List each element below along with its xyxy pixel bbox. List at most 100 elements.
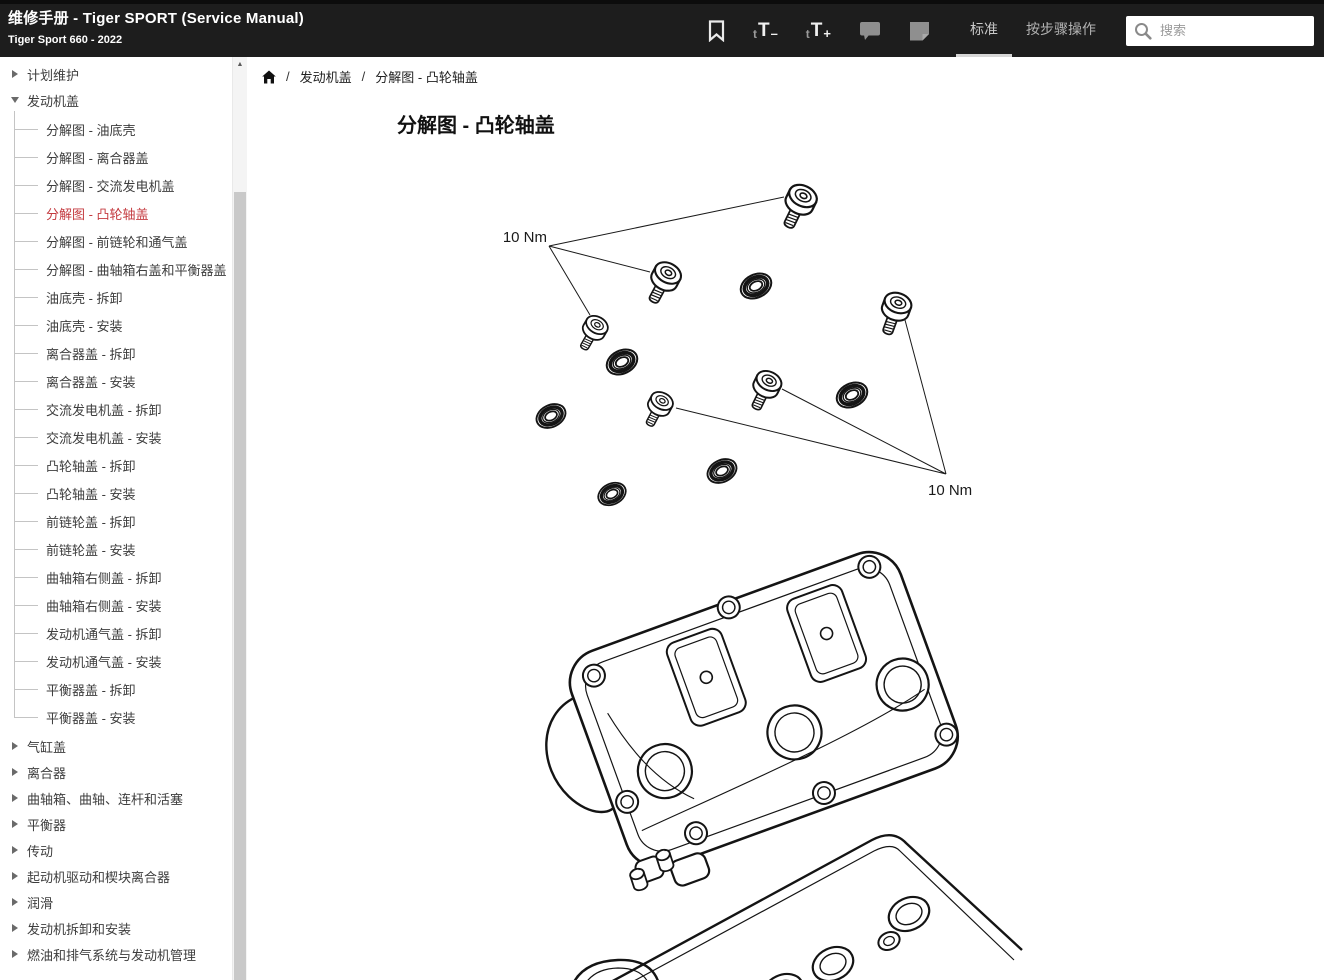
expand-arrow-icon[interactable] [12,742,18,750]
expand-arrow-icon[interactable] [12,768,18,776]
sidebar-subitem[interactable]: 分解图 - 曲轴箱右盖和平衡器盖 [10,255,231,283]
expand-arrow-icon[interactable] [12,898,18,906]
sidebar-subitem[interactable]: 离合器盖 - 拆卸 [10,339,231,367]
expand-arrow-icon[interactable] [12,924,18,932]
sidebar-subitem-label: 油底壳 - 安装 [46,318,123,334]
sidebar-subitem-label: 曲轴箱右侧盖 - 拆卸 [46,570,162,586]
torque-leader-lines [548,196,947,475]
sidebar-subitem[interactable]: 曲轴箱右侧盖 - 拆卸 [10,563,231,591]
sidebar-subitem-label: 分解图 - 交流发电机盖 [46,178,175,194]
sidebar-subitem[interactable]: 交流发电机盖 - 安装 [10,423,231,451]
sidebar-subitem[interactable]: 曲轴箱右侧盖 - 安装 [10,591,231,619]
tab-standard[interactable]: 标准 [956,4,1012,57]
sidebar-scrollbar[interactable]: ▲ [232,57,247,980]
expand-arrow-icon[interactable] [12,872,18,880]
sidebar-subitem-label: 交流发电机盖 - 安装 [46,430,162,446]
tree-branch-line [14,184,38,186]
sidebar-subitem[interactable]: 凸轮轴盖 - 安装 [10,479,231,507]
seal-part [530,397,572,435]
sidebar-item[interactable]: 计划维护 [10,61,231,87]
sidebar-item[interactable]: 曲轴箱、曲轴、连杆和活塞 [10,785,231,811]
tree-branch-line [14,128,38,130]
bolt-part [572,311,613,356]
sidebar-subitem[interactable]: 前链轮盖 - 安装 [10,535,231,563]
search-input[interactable] [1158,22,1306,39]
collapse-arrow-icon[interactable] [11,97,19,103]
sidebar-subitem[interactable]: 前链轮盖 - 拆卸 [10,507,231,535]
search-box[interactable] [1126,15,1314,46]
scrollbar-up-arrow-icon[interactable]: ▲ [236,61,244,68]
sidebar-item[interactable]: 平衡器 [10,811,231,837]
sidebar-subitem[interactable]: 分解图 - 油底壳 [10,115,231,143]
sidebar-subitem[interactable]: 油底壳 - 安装 [10,311,231,339]
sidebar-subitem[interactable]: 分解图 - 交流发电机盖 [10,171,231,199]
sidebar-subitem[interactable]: 油底壳 - 拆卸 [10,283,231,311]
home-icon[interactable] [262,70,276,84]
breadcrumb-item-current[interactable]: 分解图 - 凸轮轴盖 [375,70,478,85]
expand-arrow-icon[interactable] [12,846,18,854]
sidebar-item[interactable]: 发动机盖 [10,87,231,113]
expand-arrow-icon[interactable] [12,794,18,802]
sidebar-item[interactable]: 离合器 [10,759,231,785]
sidebar-subitem-label: 前链轮盖 - 安装 [46,542,136,558]
sidebar-subitem[interactable]: 分解图 - 凸轮轴盖 [10,199,231,227]
expand-arrow-icon[interactable] [12,820,18,828]
bolt-part [637,387,677,432]
tab-step-by-step-label: 按步骤操作 [1026,21,1096,37]
comment-icon [860,21,880,40]
header-titles: 维修手册 - Tiger SPORT (Service Manual) Tige… [8,7,304,46]
sidebar-subitem-label: 前链轮盖 - 拆卸 [46,514,136,530]
comments-button[interactable] [859,21,881,41]
sidebar-subitem[interactable]: 凸轮轴盖 - 拆卸 [10,451,231,479]
sidebar-subitem[interactable]: 分解图 - 前链轮和通气盖 [10,227,231,255]
sidebar-subitem[interactable]: 发动机通气盖 - 安装 [10,647,231,675]
sidebar-item[interactable]: 起动机驱动和楔块离合器 [10,863,231,889]
sidebar-item-label: 发动机拆卸和安装 [27,921,132,937]
sidebar-subitem-label: 曲轴箱右侧盖 - 安装 [46,598,162,614]
tree-branch-line [14,492,38,494]
breadcrumb-item-engine-covers[interactable]: 发动机盖 [299,70,352,85]
sidebar-subitem-label: 油底壳 - 拆卸 [46,290,123,306]
note-icon [910,21,929,40]
sidebar-subitem[interactable]: 平衡器盖 - 安装 [10,703,231,731]
notes-button[interactable] [909,21,930,41]
sidebar-subitem-label: 分解图 - 离合器盖 [46,150,149,166]
tab-step-by-step[interactable]: 按步骤操作 [1012,4,1110,57]
sidebar-subitem-label: 离合器盖 - 拆卸 [46,346,136,362]
sidebar-item[interactable]: 发动机拆卸和安装 [10,915,231,941]
breadcrumb-separator: / [361,69,366,84]
sidebar-subitem-label: 分解图 - 曲轴箱右盖和平衡器盖 [46,262,227,278]
sidebar-tree: 计划维护发动机盖分解图 - 油底壳分解图 - 离合器盖分解图 - 交流发电机盖分… [0,57,247,980]
main-content: / 发动机盖 / 分解图 - 凸轮轴盖 分解图 - 凸轮轴盖 [247,57,1324,980]
sidebar-subitem[interactable]: 交流发电机盖 - 拆卸 [10,395,231,423]
expand-arrow-icon[interactable] [12,70,18,78]
sidebar-subitem[interactable]: 平衡器盖 - 拆卸 [10,675,231,703]
sidebar-subitem-label: 离合器盖 - 安装 [46,374,136,390]
tree-branch-line [14,716,38,718]
bolt-part [742,366,786,416]
scrollbar-thumb[interactable] [234,192,246,980]
sidebar-item-label: 平衡器 [27,817,67,833]
sidebar-subitem[interactable]: 离合器盖 - 安装 [10,367,231,395]
sidebar-item[interactable]: 润滑 [10,889,231,915]
app-title: 维修手册 - Tiger SPORT (Service Manual) [8,10,304,27]
sidebar-item-label: 计划维护 [27,67,80,83]
sidebar-subitem-label: 发动机通气盖 - 拆卸 [46,626,162,642]
bookmark-button[interactable] [708,19,725,42]
sidebar-item[interactable]: 气缸盖 [10,733,231,759]
search-icon [1135,22,1152,40]
sidebar-subitem[interactable]: 发动机通气盖 - 拆卸 [10,619,231,647]
sidebar-subitem[interactable]: 分解图 - 离合器盖 [10,143,231,171]
sidebar-item[interactable]: 燃油和排气系统与发动机管理 [10,941,231,967]
app-header: 维修手册 - Tiger SPORT (Service Manual) Tige… [0,0,1324,57]
sidebar-item-label: 离合器 [27,765,67,781]
bookmark-icon [708,19,725,42]
expand-arrow-icon[interactable] [12,950,18,958]
sidebar-item[interactable]: 传动 [10,837,231,863]
sidebar-item-label: 曲轴箱、曲轴、连杆和活塞 [27,791,184,807]
torque-label: 10 Nm [503,229,547,246]
